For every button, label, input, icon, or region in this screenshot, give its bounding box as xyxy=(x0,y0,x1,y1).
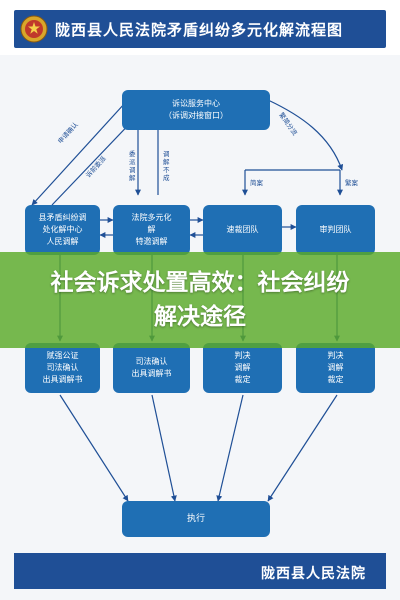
banner-text: 社会诉求处置高效：社会纠纷解决途径 xyxy=(50,270,350,330)
arrow-apply-confirm xyxy=(31,102,126,206)
arrow-confirm-execute xyxy=(151,394,177,502)
county-center-box: 县矛盾纠纷调处化解中心人民调解 xyxy=(25,205,100,255)
arrow-judgment-execute xyxy=(216,394,244,502)
judicial-confirm-box: 司法确认出具调解书 xyxy=(113,343,190,393)
court-emblem-icon xyxy=(20,15,48,43)
filing-team-box: 速裁团队 xyxy=(203,205,282,255)
label-mediation-failed: 调解不成 xyxy=(163,150,170,182)
judgment-left-box: 判决调解裁定 xyxy=(203,343,282,393)
header: 陇西县人民法院矛盾纠纷多元化解流程图 xyxy=(0,0,400,55)
court-center-box: 法院多元化解特邀调解 xyxy=(113,205,190,255)
execute-box: 执行 xyxy=(122,501,270,537)
label-complex: 繁案 xyxy=(345,179,358,187)
header-bar xyxy=(14,10,386,48)
arrow-divert xyxy=(267,99,344,171)
trial-team-box: 审判团队 xyxy=(296,205,375,255)
label-delegate-mediation: 委派调解 xyxy=(129,150,136,182)
judgment-right-box: 判决调解裁定 xyxy=(296,343,375,393)
label-simple: 简案 xyxy=(250,179,263,187)
notary-box: 赋强公证司法确认出具调解书 xyxy=(25,343,100,393)
page-title: 陇西县人民法院矛盾纠纷多元化解流程图 xyxy=(55,21,344,39)
arrow-trial-execute xyxy=(267,394,338,502)
footer-text: 陇西县人民法院 xyxy=(261,566,366,582)
arrow-notary-execute xyxy=(59,394,129,502)
overlay-banner: 社会诉求处置高效：社会纠纷解决途径 xyxy=(0,252,400,348)
footer: 陇西县人民法院 xyxy=(14,553,386,589)
arrow-pre-divert xyxy=(51,114,139,206)
service-center-box: 诉讼服务中心（诉调对接窗口） xyxy=(122,90,270,130)
